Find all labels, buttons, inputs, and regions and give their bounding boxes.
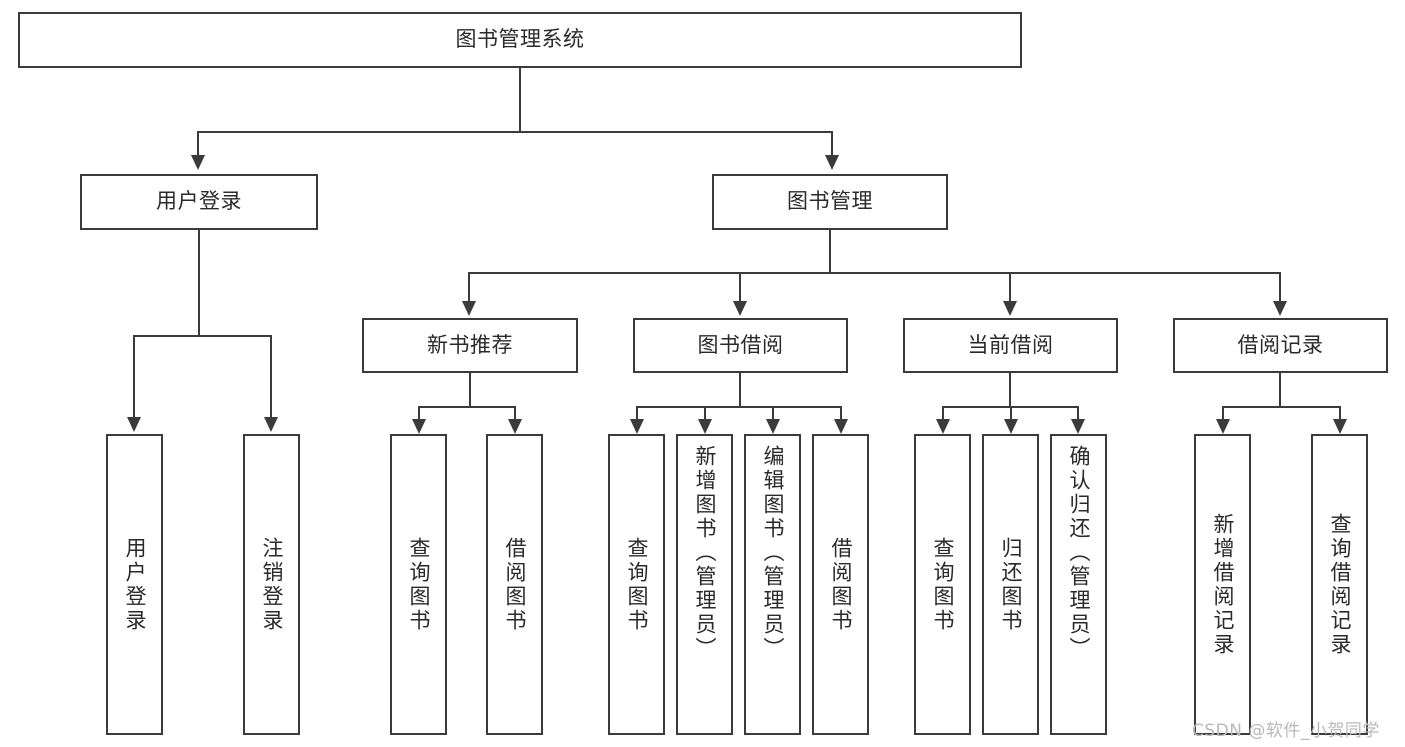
leaf-query-record[interactable]: 查询借阅记录 (1311, 434, 1368, 735)
connector-new-book-c2 (514, 406, 516, 421)
node-book-manage[interactable]: 图书管理 (712, 174, 948, 230)
connector-borrow-record-stem (1279, 373, 1281, 407)
arrow-user-login-right (264, 417, 278, 432)
connector-root-stem (519, 68, 521, 132)
leaf-edit-book[interactable]: 编辑图书（管理员） (744, 434, 801, 735)
connector-new-book-stem (469, 373, 471, 407)
connector-book-manage-to-book-borrow (739, 272, 741, 303)
connector-book-borrow-c3 (772, 406, 774, 421)
connector-root-to-user-login (197, 131, 199, 158)
arrow-root-to-book-manage (825, 155, 839, 170)
connector-book-manage-stem (829, 230, 831, 273)
connector-new-book-bar (418, 406, 516, 408)
connector-new-book-c1 (418, 406, 420, 421)
arrow-borrow-record-c2 (1333, 419, 1347, 434)
arrow-current-borrow-c1 (936, 419, 950, 434)
connector-book-manage-to-current-borrow (1009, 272, 1011, 303)
arrow-book-borrow-c1 (630, 419, 644, 434)
arrow-root-to-user-login (191, 155, 205, 170)
leaf-query-book-2[interactable]: 查询图书 (608, 434, 665, 735)
arrow-borrow-record-c1 (1216, 419, 1230, 434)
connector-user-login-stem (198, 230, 200, 336)
leaf-return-book-label: 归还图书 (999, 536, 1023, 633)
node-root-label: 图书管理系统 (455, 27, 585, 52)
leaf-borrow-book-1[interactable]: 借阅图书 (486, 434, 543, 735)
connector-current-borrow-c1 (942, 406, 944, 421)
connector-book-manage-to-new-book (468, 272, 470, 303)
connector-borrow-record-c1 (1222, 406, 1224, 421)
leaf-logout-label: 注销登录 (260, 536, 284, 633)
node-current-borrow-label: 当前借阅 (967, 332, 1054, 357)
leaf-add-book[interactable]: 新增图书（管理员） (676, 434, 733, 735)
connector-user-login-left (133, 335, 135, 419)
arrow-book-borrow-c2 (698, 419, 712, 434)
leaf-query-record-label: 查询借阅记录 (1328, 512, 1352, 657)
connector-current-borrow-c2 (1010, 406, 1012, 421)
connector-book-borrow-stem (739, 373, 741, 407)
connector-current-borrow-stem (1009, 373, 1011, 407)
node-borrow-record-label: 借阅记录 (1237, 332, 1324, 357)
connector-current-borrow-c3 (1077, 406, 1079, 421)
node-root[interactable]: 图书管理系统 (18, 12, 1022, 68)
connector-user-login-right (270, 335, 272, 419)
connector-book-borrow-c4 (840, 406, 842, 421)
leaf-query-book-1[interactable]: 查询图书 (390, 434, 447, 735)
watermark: CSDN @软件_小贺同学 (1192, 721, 1380, 741)
arrow-current-borrow-c3 (1071, 419, 1085, 434)
leaf-query-book-1-label: 查询图书 (407, 536, 431, 633)
leaf-add-book-label: 新增图书（管理员） (693, 445, 717, 661)
arrow-new-book-c1 (412, 419, 426, 434)
arrow-current-borrow-c2 (1004, 419, 1018, 434)
leaf-user-login-label: 用户登录 (123, 536, 147, 633)
arrow-book-borrow-c3 (766, 419, 780, 434)
node-user-login-label: 用户登录 (156, 189, 242, 214)
node-user-login[interactable]: 用户登录 (80, 174, 318, 230)
node-current-borrow[interactable]: 当前借阅 (903, 318, 1118, 373)
leaf-query-book-2-label: 查询图书 (625, 536, 649, 633)
connector-user-login-bar (133, 335, 272, 337)
connector-book-manage-bar (468, 272, 1280, 274)
leaf-user-login[interactable]: 用户登录 (106, 434, 163, 735)
node-borrow-record[interactable]: 借阅记录 (1173, 318, 1388, 373)
leaf-borrow-book-2-label: 借阅图书 (829, 536, 853, 633)
leaf-return-book[interactable]: 归还图书 (982, 434, 1039, 735)
connector-root-to-book-manage (831, 131, 833, 158)
leaf-edit-book-label: 编辑图书（管理员） (761, 445, 785, 661)
arrow-book-manage-to-book-borrow (733, 301, 747, 316)
leaf-logout[interactable]: 注销登录 (243, 434, 300, 735)
leaf-borrow-book-1-label: 借阅图书 (503, 536, 527, 633)
leaf-confirm-return-label: 确认归还（管理员） (1067, 445, 1091, 661)
leaf-add-record-label: 新增借阅记录 (1211, 512, 1235, 657)
connector-book-borrow-c2 (704, 406, 706, 421)
arrow-book-manage-to-new-book (462, 301, 476, 316)
arrow-user-login-left (127, 417, 141, 432)
connector-root-bar (197, 131, 833, 133)
leaf-add-record[interactable]: 新增借阅记录 (1194, 434, 1251, 735)
connector-book-borrow-c1 (636, 406, 638, 421)
node-book-manage-label: 图书管理 (787, 189, 873, 214)
connector-borrow-record-bar (1222, 406, 1341, 408)
arrow-book-manage-to-borrow-record (1273, 301, 1287, 316)
node-new-book-recommend[interactable]: 新书推荐 (362, 318, 578, 373)
connector-borrow-record-c2 (1339, 406, 1341, 421)
connector-book-borrow-bar (636, 406, 842, 408)
arrow-book-manage-to-current-borrow (1003, 301, 1017, 316)
leaf-query-book-3[interactable]: 查询图书 (914, 434, 971, 735)
leaf-borrow-book-2[interactable]: 借阅图书 (812, 434, 869, 735)
node-new-book-recommend-label: 新书推荐 (427, 332, 513, 357)
node-book-borrow[interactable]: 图书借阅 (633, 318, 848, 373)
leaf-confirm-return[interactable]: 确认归还（管理员） (1050, 434, 1107, 735)
node-book-borrow-label: 图书借阅 (697, 332, 784, 357)
leaf-query-book-3-label: 查询图书 (931, 536, 955, 633)
arrow-book-borrow-c4 (834, 419, 848, 434)
arrow-new-book-c2 (508, 419, 522, 434)
connector-book-manage-to-borrow-record (1279, 272, 1281, 303)
